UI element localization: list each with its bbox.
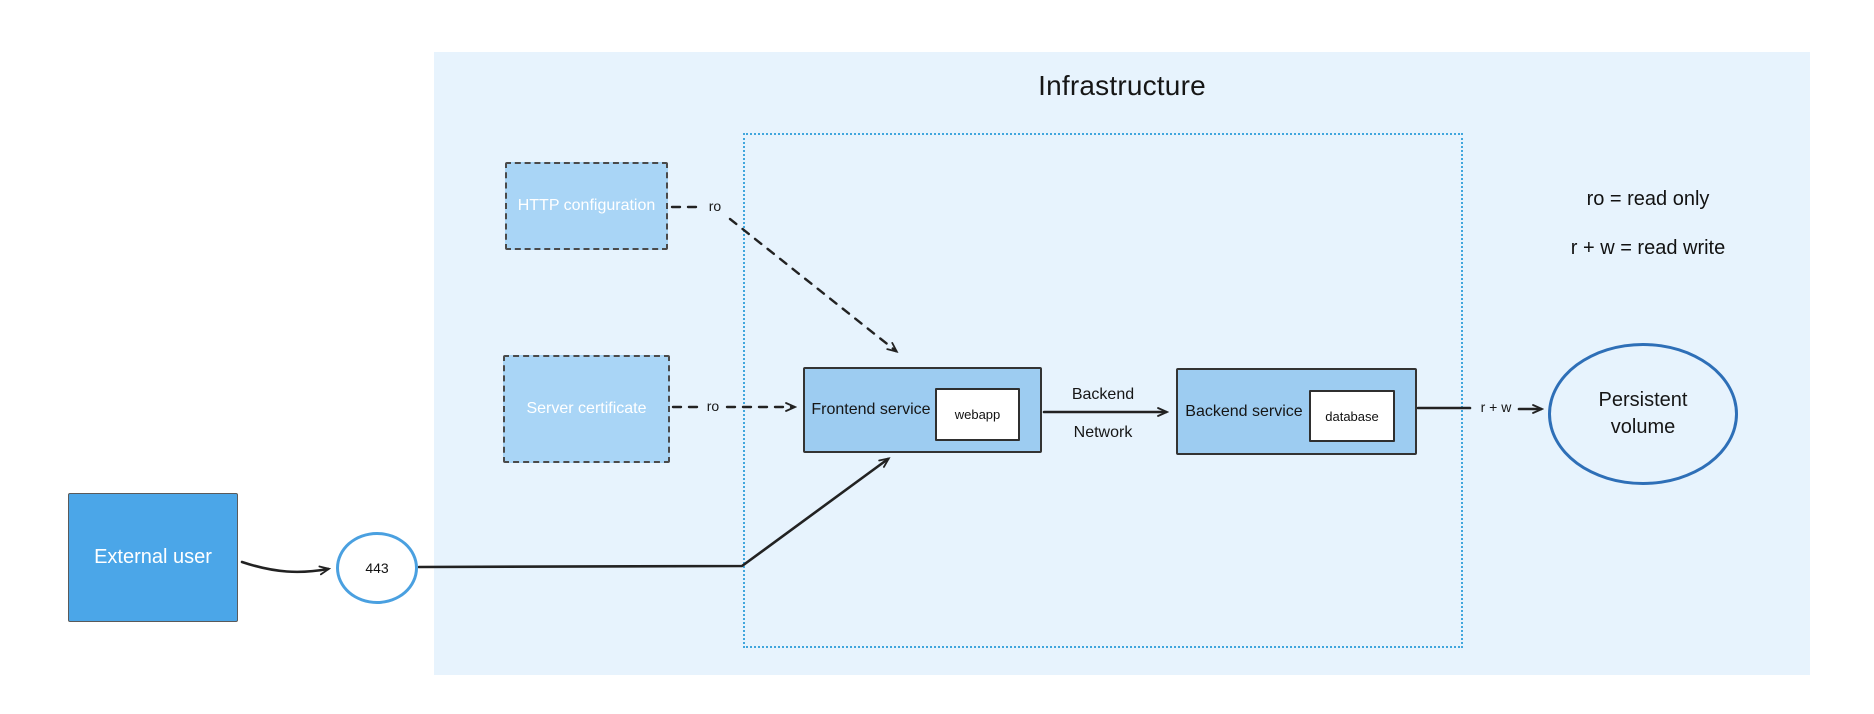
node-external-user-label: External user bbox=[94, 546, 212, 568]
node-database-label: database bbox=[1325, 408, 1379, 424]
legend-read-write: r + w = read write bbox=[1570, 237, 1726, 259]
node-external-user: External user bbox=[68, 493, 238, 622]
node-persistent-volume: Persistent volume bbox=[1548, 343, 1738, 485]
node-backend-service: Backend service database bbox=[1176, 368, 1417, 455]
edge-label-httpconfig-ro: ro bbox=[708, 198, 722, 214]
node-webapp-label: webapp bbox=[954, 407, 1001, 422]
node-webapp: webapp bbox=[935, 388, 1020, 441]
node-frontend-service-label: Frontend service bbox=[811, 401, 931, 418]
legend-read-only: ro = read only bbox=[1586, 188, 1710, 210]
node-http-configuration-label: HTTP configuration bbox=[517, 197, 656, 215]
legend: ro = read only r + w = read write bbox=[1540, 188, 1756, 260]
node-port-443: 443 bbox=[336, 532, 418, 604]
edge-label-backend-network-line1: Backend bbox=[1071, 386, 1135, 403]
edge-label-backend-network-line2: Network bbox=[1073, 424, 1133, 441]
node-persistent-volume-label: Persistent volume bbox=[1598, 389, 1688, 438]
node-port-443-label: 443 bbox=[365, 560, 389, 576]
edge-label-r-plus-w: r + w bbox=[1480, 399, 1512, 415]
edge-label-servercert-ro: ro bbox=[706, 398, 720, 414]
arrow-external-to-port bbox=[240, 560, 328, 572]
node-database: database bbox=[1309, 390, 1395, 442]
infrastructure-title: Infrastructure bbox=[1038, 70, 1206, 101]
network-boundary-box bbox=[743, 133, 1463, 648]
node-server-certificate-label: Server certificate bbox=[526, 400, 647, 418]
node-server-certificate: Server certificate bbox=[503, 355, 670, 463]
node-backend-service-label: Backend service bbox=[1185, 402, 1303, 420]
node-http-configuration: HTTP configuration bbox=[505, 162, 668, 250]
node-frontend-service: Frontend service webapp bbox=[803, 367, 1042, 453]
